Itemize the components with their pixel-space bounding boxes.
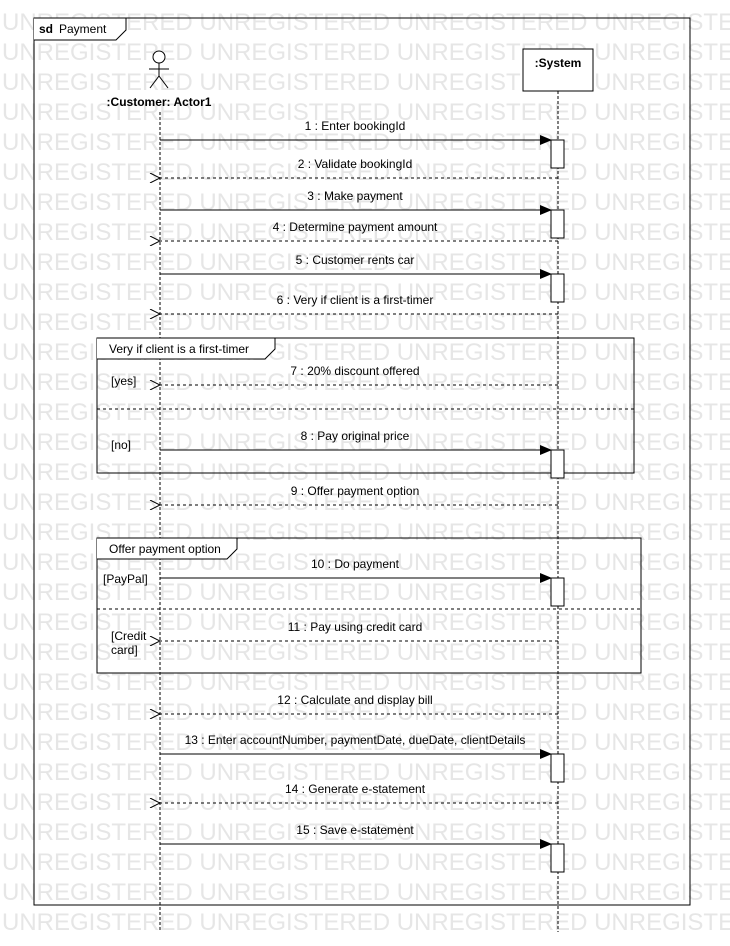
watermark-text: UNREGISTERED UNREGISTERED UNREGISTERED U…	[2, 159, 730, 186]
guard-credit-card: [Credit	[111, 629, 147, 643]
sd-keyword: sd	[39, 22, 53, 36]
watermark-text: UNREGISTERED UNREGISTERED UNREGISTERED U…	[2, 639, 730, 666]
watermark-text: UNREGISTERED UNREGISTERED UNREGISTERED U…	[2, 249, 730, 276]
message-label: 5 : Customer rents car	[296, 253, 415, 267]
actor-icon	[149, 50, 169, 89]
watermark-text: UNREGISTERED UNREGISTERED UNREGISTERED U…	[2, 99, 730, 126]
message-label: 8 : Pay original price	[301, 429, 410, 443]
message-label: 11 : Pay using credit card	[288, 620, 423, 634]
watermark-text: UNREGISTERED UNREGISTERED UNREGISTERED U…	[2, 129, 730, 156]
watermark-text: UNREGISTERED UNREGISTERED UNREGISTERED U…	[2, 399, 730, 426]
watermark-text: UNREGISTERED UNREGISTERED UNREGISTERED U…	[2, 69, 730, 96]
message-label: 1 : Enter bookingId	[305, 119, 406, 133]
message-label: 3 : Make payment	[307, 189, 403, 203]
watermark-text: UNREGISTERED UNREGISTERED UNREGISTERED U…	[2, 819, 730, 846]
guard-credit-card: card]	[111, 643, 138, 657]
messages: 1 : Enter bookingId 2 : Validate bookingI…	[160, 119, 558, 849]
message-label: 15 : Save e-statement	[296, 823, 414, 837]
message-label: 7 : 20% discount offered	[290, 364, 419, 378]
guard-yes: [yes]	[111, 374, 136, 388]
watermark-text: UNREGISTERED UNREGISTERED UNREGISTERED U…	[2, 279, 730, 306]
watermark-text: UNREGISTERED UNREGISTERED UNREGISTERED U…	[2, 579, 730, 606]
guard-paypal: [PayPal]	[103, 572, 148, 586]
watermark-text: UNREGISTERED UNREGISTERED UNREGISTERED U…	[2, 609, 730, 636]
actor-label: :Customer: Actor1	[107, 95, 212, 109]
sd-frame-title: Payment	[59, 22, 107, 36]
watermark-text: UNREGISTERED UNREGISTERED UNREGISTERED U…	[2, 309, 730, 336]
fragment-first-timer	[96, 337, 635, 474]
fragment-title: Very if client is a first-timer	[109, 342, 249, 356]
message-label: 4 : Determine payment amount	[273, 220, 438, 234]
watermark-text: UNREGISTERED UNREGISTERED UNREGISTERED U…	[2, 489, 730, 516]
watermark-text: UNREGISTERED UNREGISTERED UNREGISTERED U…	[2, 699, 730, 726]
message-label: 13 : Enter accountNumber, paymentDate, d…	[185, 733, 526, 747]
watermark-text: UNREGISTERED UNREGISTERED UNREGISTERED U…	[2, 879, 730, 906]
watermark-text: UNREGISTERED UNREGISTERED UNREGISTERED U…	[2, 729, 730, 756]
watermark-text: UNREGISTERED UNREGISTERED UNREGISTERED U…	[2, 909, 730, 936]
watermark-text: UNREGISTERED UNREGISTERED UNREGISTERED U…	[2, 39, 730, 66]
message-label: 14 : Generate e-statement	[285, 782, 426, 796]
sd-frame-tab	[34, 17, 127, 41]
message-label: 2 : Validate bookingId	[298, 157, 413, 171]
system-label: :System	[535, 56, 582, 70]
fragment-title: Offer payment option	[109, 542, 221, 556]
watermark-text: UNREGISTERED UNREGISTERED UNREGISTERED U…	[2, 429, 730, 456]
fragment-payment-option	[96, 537, 642, 674]
message-label: 10 : Do payment	[311, 557, 400, 571]
message-label: 12 : Calculate and display bill	[277, 693, 432, 707]
activation-bars	[550, 139, 565, 873]
watermark-text: UNREGISTERED UNREGISTERED UNREGISTERED U…	[2, 189, 730, 216]
watermark-text: UNREGISTERED UNREGISTERED UNREGISTERED U…	[2, 849, 730, 876]
message-label: 9 : Offer payment option	[291, 484, 420, 498]
message-label: 6 : Very if client is a first-timer	[277, 293, 434, 307]
watermark-text: UNREGISTERED UNREGISTERED UNREGISTERED U…	[2, 369, 730, 396]
watermark-text: UNREGISTERED UNREGISTERED UNREGISTERED U…	[2, 759, 730, 786]
sd-frame	[33, 17, 691, 906]
guard-no: [no]	[111, 438, 131, 452]
